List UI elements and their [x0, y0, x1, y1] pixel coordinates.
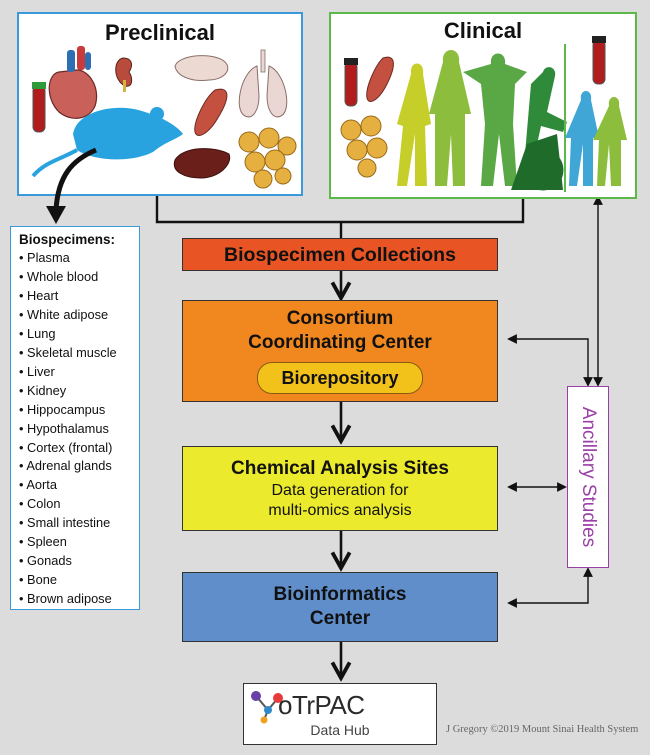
biospecimen-item: Lung — [19, 325, 139, 344]
biorepository-pill: Biorepository — [257, 362, 423, 394]
bioinformatics-box: Bioinformatics Center — [182, 572, 498, 642]
data-hub-logo-text: oTrPAC — [278, 690, 365, 720]
brain-icon — [174, 55, 229, 81]
arrow-coordinating-ancillary — [507, 334, 593, 387]
biospecimen-item: Colon — [19, 495, 139, 514]
biospecimen-item: Plasma — [19, 249, 139, 268]
data-hub-label: Data Hub — [310, 722, 370, 738]
coordinating-center-box: Consortium Coordinating Center Bioreposi… — [182, 300, 498, 402]
chemical-line1: Data generation for — [271, 481, 409, 499]
biospecimen-item: Aorta — [19, 476, 139, 495]
adult-figures-icon — [397, 50, 567, 191]
ancillary-studies-box: Ancillary Studies — [567, 386, 609, 568]
biospecimen-item: Hypothalamus — [19, 420, 139, 439]
lung-icon — [238, 49, 288, 118]
biospecimen-item: Kidney — [19, 382, 139, 401]
ancillary-studies-label: Ancillary Studies — [578, 406, 599, 548]
coordinating-line1: Consortium — [286, 308, 394, 329]
bioinformatics-line1: Bioinformatics — [273, 584, 407, 605]
brown-adipose-icon — [238, 127, 297, 189]
blood-tube-icon — [344, 58, 358, 107]
preclinical-illustration — [31, 46, 297, 189]
credit-text: J Gregory ©2019 Mount Sinai Health Syste… — [446, 724, 639, 735]
biospecimen-item: Bone — [19, 571, 139, 590]
biospecimen-item: Whole blood — [19, 268, 139, 287]
biospecimen-item: Liver — [19, 363, 139, 382]
biorepository-label: Biorepository — [281, 368, 399, 388]
white-adipose-icon — [340, 115, 388, 178]
biospecimen-item: Cortex (frontal) — [19, 439, 139, 458]
biospecimens-title: Biospecimens: — [19, 232, 116, 247]
liver-icon — [173, 148, 231, 179]
clinical-panel: Clinical — [329, 12, 637, 199]
biospecimen-item: Small intestine — [19, 514, 139, 533]
biospecimen-item: Hippocampus — [19, 401, 139, 420]
biospecimen-item: Adrenal glands — [19, 457, 139, 476]
biospecimen-item: White adipose — [19, 306, 139, 325]
kidney-icon — [115, 57, 133, 92]
ancillary-connectors — [507, 195, 603, 608]
arrow-bioinformatics-ancillary — [507, 567, 593, 608]
panels-to-collections-connector — [155, 196, 525, 238]
muscle-icon — [366, 56, 394, 102]
muscle-icon — [194, 88, 228, 136]
coordinating-line2: Coordinating Center — [248, 332, 432, 353]
chemical-line2: multi-omics analysis — [268, 501, 412, 519]
chemical-title: Chemical Analysis Sites — [231, 457, 449, 479]
biospecimen-item: Skeletal muscle — [19, 344, 139, 363]
clinical-title: Clinical — [443, 18, 523, 43]
biospecimen-collections-box: Biospecimen Collections — [182, 238, 498, 271]
biospecimen-collections-label: Biospecimen Collections — [224, 243, 456, 266]
rat-icon — [31, 107, 183, 178]
chemical-analysis-box: Chemical Analysis Sites Data generation … — [182, 446, 498, 531]
data-hub-box: oTrPAC Data Hub — [243, 683, 437, 745]
biospecimen-item: Heart — [19, 287, 139, 306]
biospecimen-item: Gonads — [19, 552, 139, 571]
preclinical-panel: Preclinical — [17, 12, 303, 196]
biospecimen-item: Spleen — [19, 533, 139, 552]
biospecimens-list: Biospecimens: PlasmaWhole bloodHeartWhit… — [10, 226, 140, 610]
motrpac-logo-icon — [251, 691, 283, 724]
biospecimen-item: Brown adipose — [19, 590, 139, 609]
preclinical-title: Preclinical — [104, 20, 216, 45]
blood-tube-icon — [592, 36, 606, 85]
biospecimens-items: PlasmaWhole bloodHeartWhite adiposeLungS… — [19, 249, 139, 609]
child-figures-icon — [565, 91, 627, 186]
blood-tube-icon — [32, 82, 46, 133]
clinical-illustration — [340, 36, 627, 192]
heart-icon — [48, 46, 98, 119]
bioinformatics-line2: Center — [309, 608, 371, 629]
